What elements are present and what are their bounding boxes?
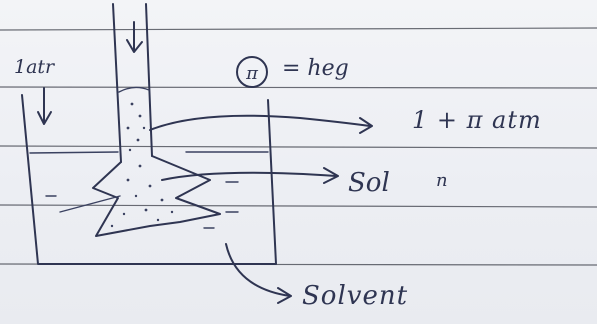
pi-circle-icon	[236, 56, 268, 88]
rule-line	[0, 145, 597, 149]
arrow-right-icon	[225, 243, 292, 304]
n-marker-label: n	[436, 170, 448, 191]
arrow-down-icon	[37, 87, 52, 125]
pi-symbol: π	[245, 63, 259, 84]
tube-wall-right	[145, 3, 153, 157]
pressure-inside-label: 1 + π atm	[412, 106, 542, 134]
beaker	[21, 94, 277, 265]
solvent-surface	[29, 151, 119, 154]
tube-wall-left	[112, 3, 122, 163]
inflow-stroke	[59, 195, 121, 213]
pi-value-label: = heg	[282, 56, 349, 81]
pressure-outside-label: 1atr	[14, 56, 55, 78]
solvent-label: Solvent	[302, 281, 409, 311]
arrow-right-icon	[149, 114, 373, 134]
solution-particles	[110, 102, 174, 228]
rule-line	[0, 86, 597, 89]
solution-label: Sol	[348, 168, 390, 198]
arrow-right-icon	[161, 167, 339, 184]
rule-line	[0, 27, 597, 31]
rule-line	[0, 204, 597, 208]
tube-solution-level	[118, 86, 150, 93]
arrow-down-icon	[126, 21, 143, 53]
thistle-funnel	[92, 155, 221, 237]
solvent-marks	[45, 181, 239, 229]
